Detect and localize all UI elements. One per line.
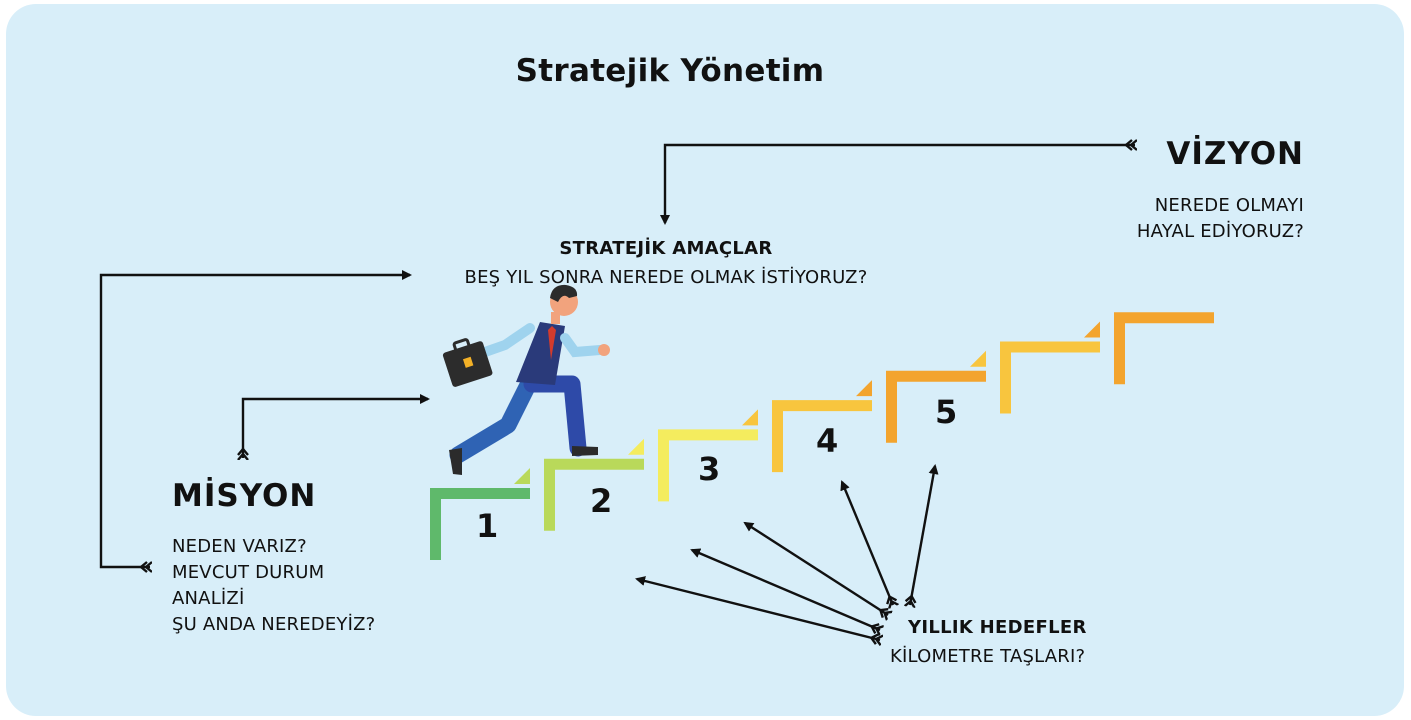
step-label-1: 1 — [476, 507, 499, 545]
page-title: Stratejik Yönetim — [515, 53, 825, 89]
milestone-arrow-4 — [842, 482, 893, 605]
mission-to-goals-arrow — [99, 275, 410, 567]
mission-line-4: ŞU ANDA NEREDEYİZ? — [172, 614, 376, 635]
mission-line-2: MEVCUT DURUM — [172, 562, 325, 583]
milestone-arrow-3 — [745, 523, 888, 615]
step-label-5: 5 — [935, 393, 958, 431]
mission-heading: MİSYON — [172, 478, 317, 514]
stair-step-5 — [886, 370, 986, 443]
stair-corner-3 — [742, 409, 758, 426]
milestone-arrow-1 — [637, 579, 880, 640]
stair-corner-5 — [970, 350, 986, 367]
stairs — [430, 312, 1214, 560]
vision-line-2: HAYAL EDİYORUZ? — [1136, 221, 1304, 242]
businessman-icon — [442, 284, 610, 475]
strategic-goals-heading: STRATEJİK AMAÇLAR — [559, 238, 773, 259]
stair-step-7 — [1114, 312, 1214, 385]
stair-step-6 — [1000, 341, 1100, 414]
annual-goals-line-1: KİLOMETRE TAŞLARI? — [890, 646, 1086, 667]
stair-corner-2 — [628, 438, 644, 455]
stair-corner-4 — [856, 380, 872, 397]
stair-step-4 — [772, 400, 872, 473]
step-label-4: 4 — [816, 422, 839, 460]
mission-line-3: ANALİZİ — [172, 588, 245, 609]
step-label-2: 2 — [590, 482, 613, 520]
annual-goals-heading: YILLIK HEDEFLER — [908, 617, 1087, 638]
vision-to-goals-arrow — [665, 145, 1135, 223]
step-label-3: 3 — [698, 450, 721, 488]
mission-line-1: NEDEN VARIZ? — [172, 536, 307, 557]
milestone-arrow-5 — [910, 466, 935, 605]
stair-step-3 — [658, 429, 758, 502]
milestone-arrow-2 — [692, 550, 880, 630]
connector-arrows — [99, 145, 1135, 640]
strategic-goals-line-1: BEŞ YIL SONRA NEREDE OLMAK İSTİYORUZ? — [464, 267, 868, 288]
stair-step-1 — [430, 488, 530, 560]
stair-corner-6 — [1084, 321, 1100, 338]
vision-line-1: NEREDE OLMAYI — [1154, 195, 1304, 216]
vision-heading: VİZYON — [1166, 136, 1304, 172]
stair-corner-1 — [514, 468, 530, 484]
mission-to-stairs-arrow — [243, 399, 428, 458]
stair-step-2 — [544, 458, 644, 531]
